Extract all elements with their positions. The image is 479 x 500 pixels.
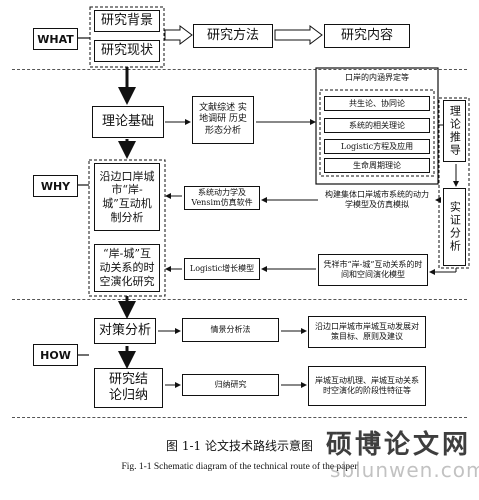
box-symbiosis: 共生论、协同论 bbox=[324, 96, 430, 111]
box-conclusion-detail: 岸城互动机理、岸城互动关系时空演化的阶段性特征等 bbox=[308, 366, 426, 406]
separator-what-why bbox=[12, 69, 467, 70]
box-research-method: 研究方法 bbox=[193, 24, 273, 48]
watermark-url: sblunwen.com bbox=[330, 458, 479, 482]
box-dynamics-model: 构建集体口岸城市系统的动力学模型及仿真模拟 bbox=[320, 186, 434, 214]
caption-english: Fig. 1-1 Schematic diagram of the techni… bbox=[121, 462, 358, 472]
box-spatiotemporal-study: “岸-城”互动关系的时空演化研究 bbox=[94, 244, 160, 292]
box-induction: 归纳研究 bbox=[182, 374, 279, 396]
label-why: WHY bbox=[33, 175, 78, 197]
box-empirical-analysis: 实证分析 bbox=[443, 188, 466, 266]
box-approach: 文献综述 实地调研 历史形态分析 bbox=[192, 96, 254, 144]
box-interaction-mechanism: 沿边口岸城市“岸-城”互动机制分析 bbox=[94, 163, 160, 231]
label-what: WHAT bbox=[33, 28, 78, 50]
box-research-status: 研究现状 bbox=[94, 40, 160, 62]
box-theory-basis: 理论基础 bbox=[92, 106, 164, 138]
box-research-conclusion: 研究结论归纳 bbox=[94, 368, 163, 408]
box-logistic-equation: Logistic方程及应用 bbox=[324, 139, 430, 154]
box-system-dynamics: 系统动力学及Vensim仿真软件 bbox=[184, 186, 260, 210]
box-pingxiang-evolution: 凭祥市“岸-城”互动关系的时间和空间演化模型 bbox=[318, 254, 428, 286]
box-policy-detail: 沿边口岸城市岸城互动发展对策目标、原则及建议 bbox=[308, 316, 426, 348]
box-scenario-analysis: 情景分析法 bbox=[182, 318, 279, 342]
separator-bottom bbox=[12, 417, 467, 418]
label-how: HOW bbox=[33, 344, 78, 366]
caption-chinese: 图 1-1 论文技术路线示意图 bbox=[166, 439, 313, 453]
box-systems-theory: 系统的相关理论 bbox=[324, 118, 430, 133]
box-research-content: 研究内容 bbox=[324, 24, 410, 48]
box-lifecycle: 生命周期理论 bbox=[324, 158, 430, 173]
box-research-background: 研究背景 bbox=[94, 10, 160, 32]
box-policy-analysis: 对策分析 bbox=[94, 318, 156, 344]
watermark-text: 硕博论文网 bbox=[326, 430, 472, 460]
separator-why-how bbox=[12, 299, 467, 300]
box-definitions: 口岸的内涵界定等 bbox=[320, 70, 434, 86]
box-theory-derivation: 理论推导 bbox=[443, 100, 466, 162]
box-logistic-model: Logistic增长模型 bbox=[184, 258, 260, 280]
